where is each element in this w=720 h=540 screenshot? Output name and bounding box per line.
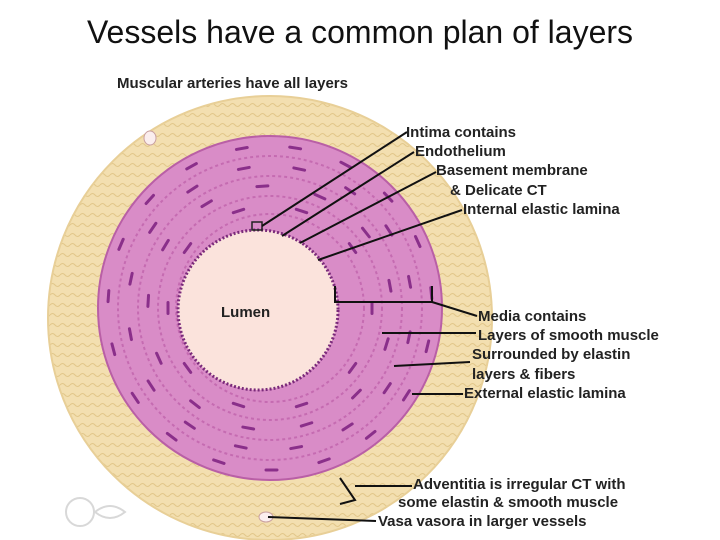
smooth-muscle-nucleus <box>241 425 256 431</box>
lumen-label: Lumen <box>221 304 271 321</box>
label-basement-membrane: Basement membrane <box>436 162 588 179</box>
label-surrounded-elastin: Surrounded by elastin <box>472 346 631 363</box>
smooth-muscle-nucleus <box>317 457 331 465</box>
smooth-muscle-nucleus <box>128 271 134 286</box>
smooth-muscle-nucleus <box>185 162 198 171</box>
smooth-muscle-nucleus <box>189 399 201 410</box>
smooth-muscle-nucleus <box>407 274 413 289</box>
diagram-subtitle: Muscular arteries have all layers <box>117 75 348 92</box>
smooth-muscle-nucleus <box>313 192 327 201</box>
smooth-muscle-nucleus <box>264 468 279 472</box>
smooth-muscle-nucleus <box>255 184 270 189</box>
smooth-muscle-nucleus <box>186 184 199 194</box>
smooth-muscle-nucleus <box>364 429 377 440</box>
label-smooth-muscle: Layers of smooth muscle <box>478 327 659 344</box>
smooth-muscle-nucleus <box>233 444 248 450</box>
smooth-muscle-nucleus <box>182 242 193 254</box>
smooth-muscle-nucleus <box>130 391 140 404</box>
label-external-elastic-lamina: External elastic lamina <box>464 385 626 402</box>
label-media: Media contains <box>478 308 587 325</box>
smooth-muscle-nucleus <box>347 362 358 374</box>
label-intima: Intima contains <box>406 124 517 141</box>
smooth-muscle-nucleus <box>299 421 314 428</box>
smooth-muscle-nucleus <box>236 165 251 171</box>
smooth-muscle-nucleus <box>294 207 309 215</box>
smooth-muscle-nucleus <box>161 238 170 252</box>
smooth-muscle-nucleus <box>146 293 151 308</box>
smooth-muscle-nucleus <box>413 235 422 249</box>
smooth-muscle-nucleus <box>341 422 354 432</box>
smooth-muscle-nucleus <box>165 431 178 442</box>
smooth-muscle-nucleus <box>110 342 117 357</box>
label-adventitia-2: some elastin & smooth muscle <box>398 494 619 511</box>
smooth-muscle-nucleus <box>183 420 196 430</box>
smooth-muscle-nucleus <box>127 327 133 342</box>
smooth-muscle-nucleus <box>383 337 390 351</box>
label-layers-fibers: layers & fibers <box>472 366 576 383</box>
leader-lines <box>261 131 478 522</box>
smooth-muscle-nucleus <box>117 237 125 251</box>
smooth-muscle-nuclei <box>106 145 434 472</box>
smooth-muscle-nucleus <box>339 160 353 169</box>
smooth-muscle-nucleus <box>200 199 213 209</box>
smooth-muscle-nucleus <box>370 301 374 315</box>
smooth-muscle-nucleus <box>155 351 163 365</box>
smooth-muscle-nucleus <box>292 166 307 172</box>
label-endothelium: Endothelium <box>415 143 506 160</box>
smooth-muscle-nucleus <box>384 224 394 237</box>
smooth-muscle-nucleus <box>344 186 357 196</box>
smooth-muscle-nucleus <box>231 207 246 215</box>
smooth-muscle-nucleus <box>182 362 193 374</box>
watermark-logo <box>65 497 127 527</box>
smooth-muscle-nucleus <box>360 226 371 239</box>
label-internal-elastic-lamina: Internal elastic lamina <box>463 201 620 218</box>
smooth-muscle-nucleus <box>146 379 156 392</box>
smooth-muscle-nucleus <box>294 401 309 409</box>
label-adventitia: Adventitia is irregular CT with <box>413 476 626 493</box>
smooth-muscle-nucleus <box>106 289 111 304</box>
smooth-muscle-nucleus <box>387 278 393 293</box>
label-vasa-vasora: Vasa vasora in larger vessels <box>378 513 587 530</box>
smooth-muscle-nucleus <box>288 145 303 151</box>
smooth-muscle-nucleus <box>212 458 226 465</box>
smooth-muscle-nucleus <box>144 193 155 205</box>
smooth-muscle-nucleus <box>351 388 362 400</box>
smooth-muscle-nucleus <box>231 401 246 409</box>
smooth-muscle-nucleus <box>382 382 392 395</box>
label-delicate-ct: & Delicate CT <box>450 182 547 199</box>
smooth-muscle-nucleus <box>166 301 170 315</box>
page-title: Vessels have a common plan of layers <box>86 14 634 50</box>
smooth-muscle-nucleus <box>234 146 249 151</box>
smooth-muscle-nucleus <box>148 221 158 234</box>
smooth-muscle-nucleus <box>289 445 304 451</box>
smooth-muscle-nucleus <box>424 339 431 354</box>
smooth-muscle-nucleus <box>401 389 411 402</box>
